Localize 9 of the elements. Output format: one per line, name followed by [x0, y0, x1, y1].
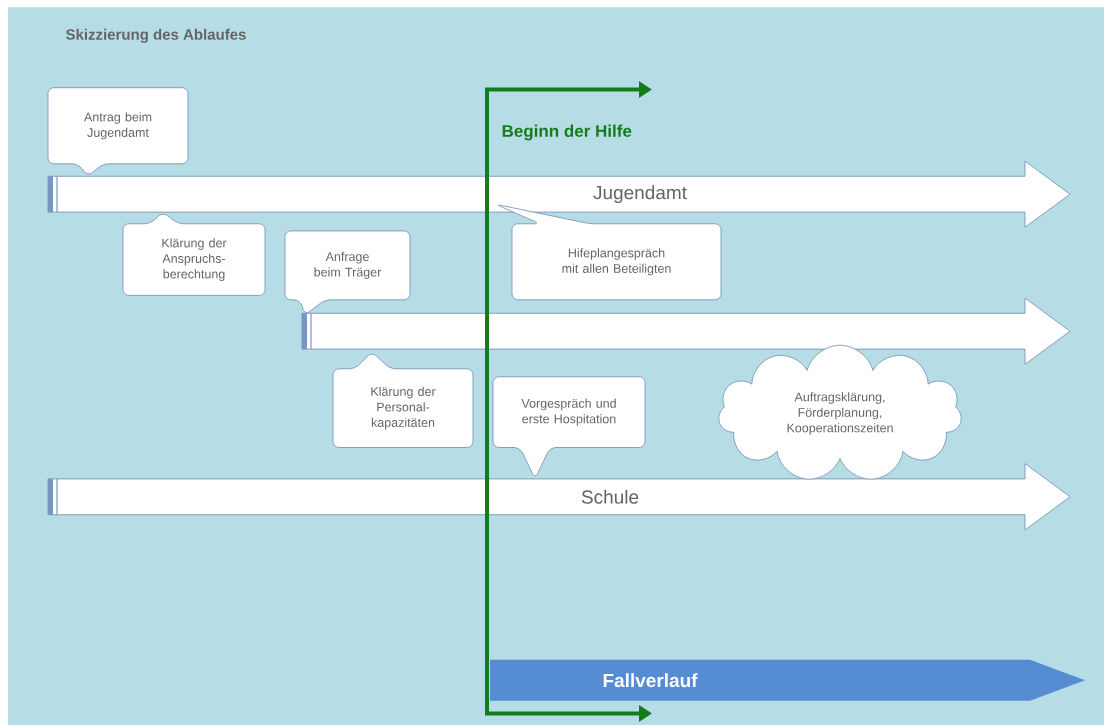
title: Skizzierung des Ablaufes: [65, 28, 246, 43]
speech-bubble: Klärung der Personal- kapazitäten: [332, 353, 474, 448]
speech-bubble: Antrag beim Jugendamt: [47, 87, 189, 175]
thought-cloud: Auftragsklärung, Förderplanung, Kooperationszeiten: [718, 344, 962, 480]
milestone-label: Beginn der Hilfe: [502, 124, 632, 141]
speech-bubble: Hifeplangespräch mit allen Beteiligten: [497, 204, 722, 301]
timeline-arrow: [301, 297, 1071, 365]
speech-bubble: Vorgespräch und erste Hospitation: [492, 376, 646, 477]
speech-bubble: Anfrage beim Träger: [284, 230, 411, 313]
